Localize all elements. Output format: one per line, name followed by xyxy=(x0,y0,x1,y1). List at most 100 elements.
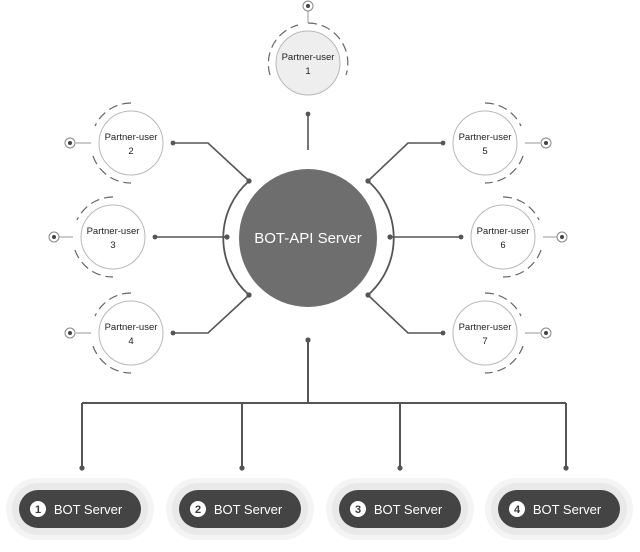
partner-connectors xyxy=(155,113,461,334)
server-badge-number: 1 xyxy=(35,504,41,516)
bus-dot xyxy=(397,465,403,471)
partner-number: 6 xyxy=(500,240,505,251)
antenna-dot xyxy=(306,4,310,8)
server-bus xyxy=(81,340,567,468)
partner-circle xyxy=(470,204,536,270)
antenna-dot xyxy=(68,141,72,145)
hub-label: BOT-API Server xyxy=(254,230,362,247)
partner-node-7: Partner-user 7 xyxy=(452,292,552,374)
partner-circle xyxy=(452,300,518,366)
partner-number: 1 xyxy=(305,66,310,77)
partner-circle xyxy=(98,110,164,176)
connector-dot xyxy=(458,234,464,240)
connector-partner-7 xyxy=(368,295,443,334)
partner-name: Partner-user xyxy=(87,226,140,237)
hub-bracket-dots xyxy=(224,178,393,298)
connector-partner-4 xyxy=(173,295,249,334)
connector-partner-5 xyxy=(368,142,443,181)
partner-circle xyxy=(452,110,518,176)
server-badge xyxy=(509,501,525,517)
partner-name: Partner-user xyxy=(105,132,158,143)
bracket-dot xyxy=(246,292,252,298)
server-pill xyxy=(498,490,620,528)
connector-dot xyxy=(305,111,311,117)
hub-bracket-left xyxy=(222,180,250,296)
connector-dot xyxy=(170,330,176,336)
partner-circle xyxy=(275,30,341,96)
partner-ring xyxy=(484,155,524,184)
bracket-dot xyxy=(224,234,230,240)
hub-bracket-right xyxy=(367,180,395,296)
server-badge xyxy=(190,501,206,517)
connector-dot xyxy=(440,140,446,146)
bracket-dot xyxy=(365,292,371,298)
server-badge-number: 3 xyxy=(355,504,361,516)
server-label: BOT Server xyxy=(533,502,602,517)
server-node-2: 2 BOT Server xyxy=(166,478,314,540)
hub-circle xyxy=(239,169,377,307)
server-pill xyxy=(19,490,141,528)
partner-name: Partner-user xyxy=(282,52,335,63)
server-label: BOT Server xyxy=(214,502,283,517)
antenna-dot xyxy=(560,235,564,239)
partner-name: Partner-user xyxy=(459,322,512,333)
bus-dot xyxy=(79,465,85,471)
antenna-dot xyxy=(68,331,72,335)
partner-ring xyxy=(94,102,132,127)
partner-circle xyxy=(98,300,164,366)
partner-number: 7 xyxy=(482,336,487,347)
partner-ring xyxy=(484,345,524,374)
partner-number: 5 xyxy=(482,146,487,157)
server-label: BOT Server xyxy=(54,502,123,517)
partner-ring xyxy=(502,249,542,278)
partner-number: 3 xyxy=(110,240,115,251)
partner-circle xyxy=(80,204,146,270)
hub-brackets xyxy=(222,180,395,296)
connector-dot xyxy=(440,330,446,336)
partner-ring xyxy=(484,102,522,127)
server-badge-number: 4 xyxy=(514,504,521,516)
partner-name: Partner-user xyxy=(477,226,530,237)
partner-node-1: Partner-user 1 xyxy=(267,0,349,96)
bus-dot xyxy=(563,465,569,471)
partner-node-5: Partner-user 5 xyxy=(452,102,552,184)
bracket-dot xyxy=(387,234,393,240)
partner-name: Partner-user xyxy=(459,132,512,143)
bus-dot xyxy=(305,337,311,343)
bus-dot xyxy=(239,465,245,471)
partner-ring xyxy=(92,155,132,184)
server-node-1: 1 BOT Server xyxy=(6,478,154,540)
connector-dot xyxy=(152,234,158,240)
partner-ring xyxy=(74,249,114,278)
partner-ring xyxy=(92,345,132,374)
server-bus-dots xyxy=(79,337,569,471)
partner-node-2: Partner-user 2 xyxy=(64,102,164,184)
server-badge-number: 2 xyxy=(195,504,201,516)
partner-node-4: Partner-user 4 xyxy=(64,292,164,374)
server-node-3: 3 BOT Server xyxy=(326,478,474,540)
connector-partner-2 xyxy=(173,142,249,181)
partner-ring xyxy=(484,292,522,317)
partner-connector-dots xyxy=(152,111,464,336)
hub-node: BOT-API Server xyxy=(239,169,377,307)
server-pill xyxy=(179,490,301,528)
partner-node-6: Partner-user 6 xyxy=(470,196,568,278)
partner-number: 2 xyxy=(128,146,133,157)
bracket-dot xyxy=(246,178,252,184)
bracket-dot xyxy=(365,178,371,184)
server-label: BOT Server xyxy=(374,502,443,517)
antenna-dot xyxy=(544,331,548,335)
partner-name: Partner-user xyxy=(105,322,158,333)
partner-ring xyxy=(502,196,540,221)
antenna-dot xyxy=(52,235,56,239)
partner-number: 4 xyxy=(128,336,133,347)
partner-node-3: Partner-user 3 xyxy=(48,196,146,278)
connector-dot xyxy=(170,140,176,146)
server-badge xyxy=(30,501,46,517)
server-badge xyxy=(350,501,366,517)
server-node-4: 4 BOT Server xyxy=(485,478,633,540)
server-pill xyxy=(339,490,461,528)
partner-ring xyxy=(267,24,299,76)
